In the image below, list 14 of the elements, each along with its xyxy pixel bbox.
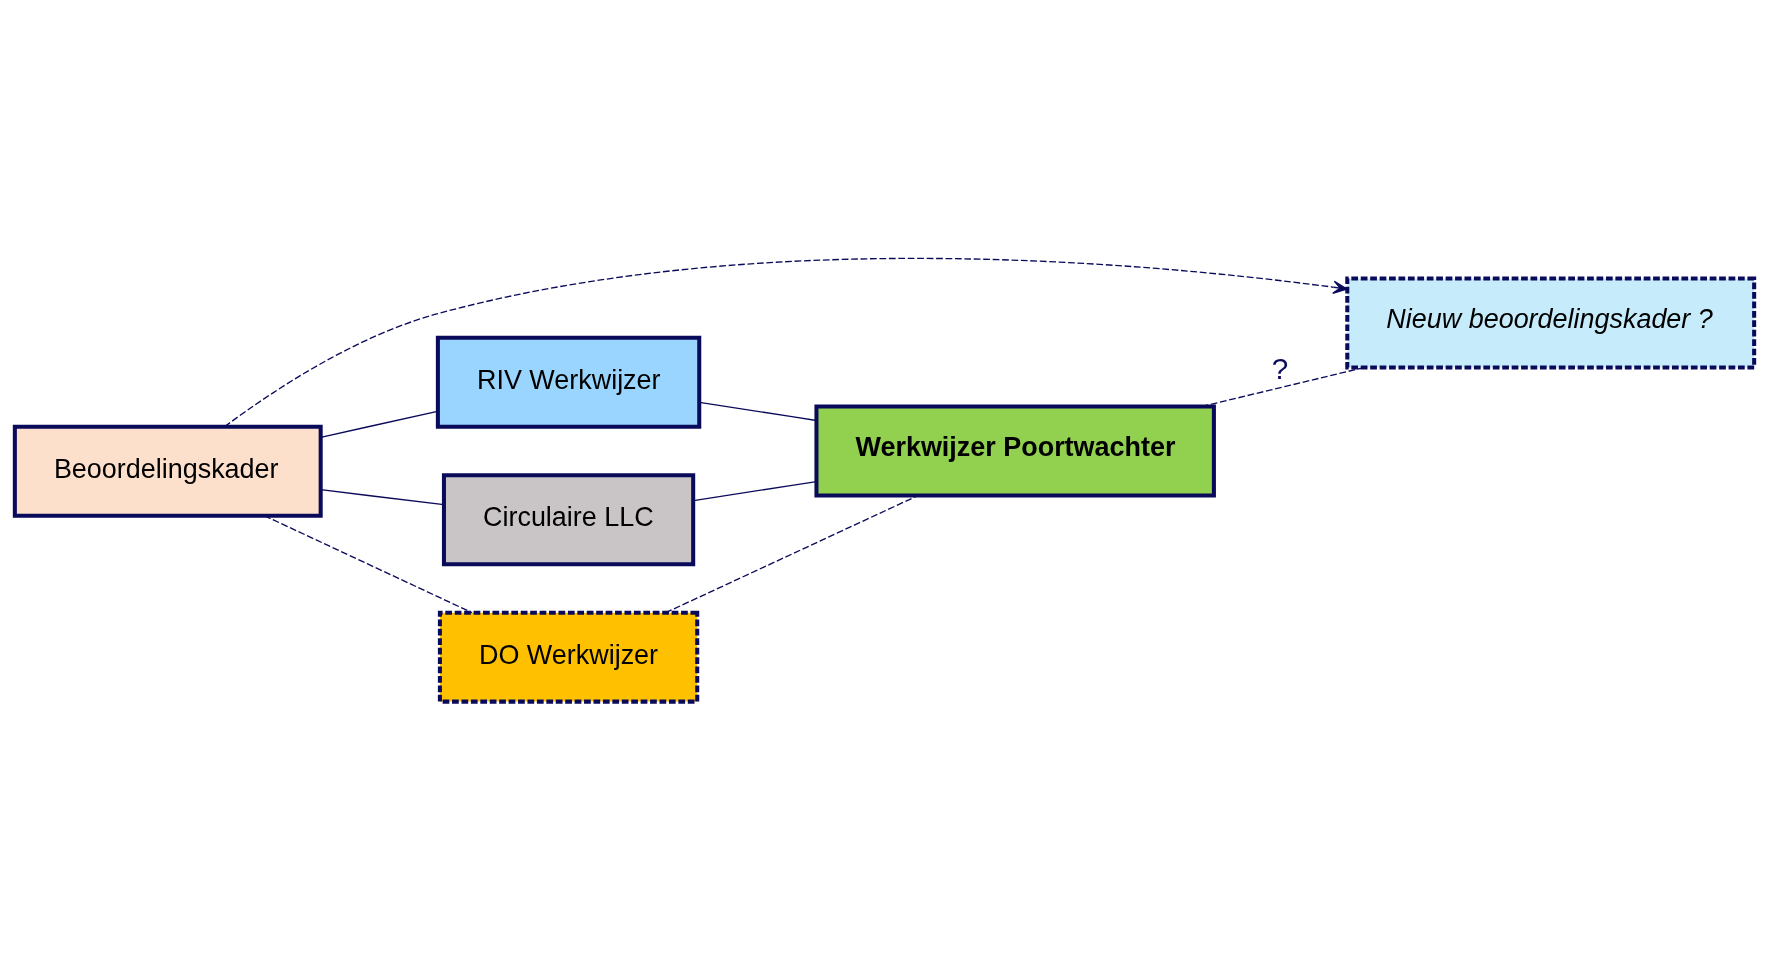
node-box: RIV Werkwijzer — [435, 335, 702, 429]
connector — [263, 514, 473, 613]
connector — [665, 494, 919, 613]
connector — [320, 488, 445, 505]
node-box: Circulaire LLC — [441, 472, 696, 566]
arrow — [224, 257, 1348, 427]
connector — [320, 410, 439, 438]
node-box: Beoordelingskader — [12, 424, 323, 518]
node-box: Nieuw beoordelingskader ? — [1345, 276, 1757, 369]
node-box: Werkwijzer Poortwachter — [814, 404, 1216, 497]
connector — [692, 480, 818, 501]
edge-label: ? — [1271, 351, 1289, 385]
connector — [698, 401, 818, 421]
node-box: DO Werkwijzer — [437, 610, 700, 704]
